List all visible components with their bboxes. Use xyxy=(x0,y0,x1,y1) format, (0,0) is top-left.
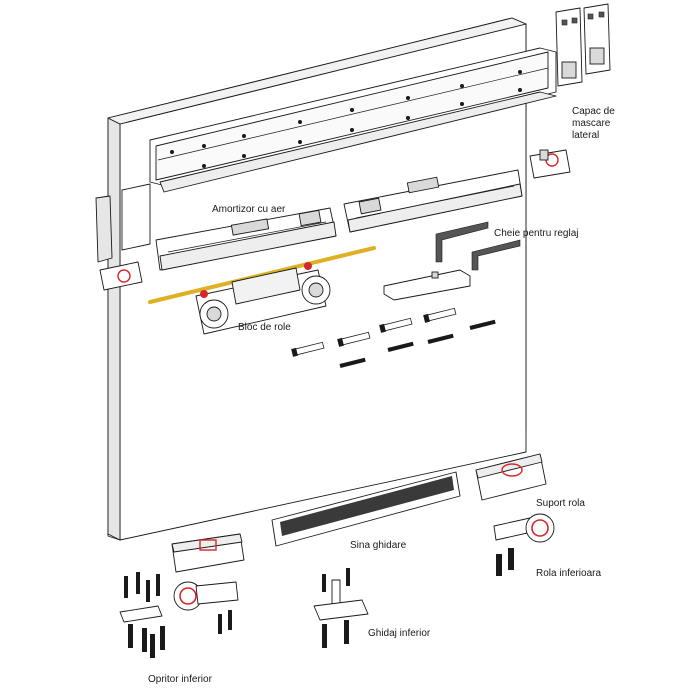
label-damper: Amortizor cu aer xyxy=(212,204,286,215)
screws-set xyxy=(291,307,496,368)
roller-block xyxy=(148,246,376,335)
damper-left xyxy=(155,207,337,271)
end-cap-parts xyxy=(555,3,611,87)
left-mounting-plate xyxy=(95,183,151,263)
rail-end-stop-left xyxy=(99,261,143,291)
top-rail xyxy=(149,47,557,193)
label-end-cap: Capac de mascare lateral xyxy=(572,106,618,141)
label-end-cap-line2: mascare xyxy=(572,118,611,129)
label-allen-keys: Cheie pentru reglaj xyxy=(494,228,579,239)
rail-end-stop xyxy=(529,149,571,179)
damper-right xyxy=(343,169,523,233)
bottom-guide xyxy=(313,568,369,648)
label-bottom-stop: Opritor inferior xyxy=(148,674,213,685)
mounting-bracket xyxy=(383,269,471,301)
label-end-cap-line3: lateral xyxy=(572,130,599,141)
label-roller-block: Bloc de role xyxy=(238,322,291,333)
bottom-stop xyxy=(119,533,245,658)
label-end-cap-line1: Capac de xyxy=(572,106,615,117)
label-bottom-roller: Rola inferioara xyxy=(536,568,601,579)
allen-keys xyxy=(435,221,521,271)
roller-support xyxy=(475,453,547,501)
label-bottom-guide: Ghidaj inferior xyxy=(368,628,431,639)
label-guide-rail: Sina ghidare xyxy=(350,540,407,551)
bottom-roller xyxy=(493,513,555,576)
brush-guide-rail xyxy=(271,471,461,547)
label-roller-support: Suport rola xyxy=(536,498,585,509)
